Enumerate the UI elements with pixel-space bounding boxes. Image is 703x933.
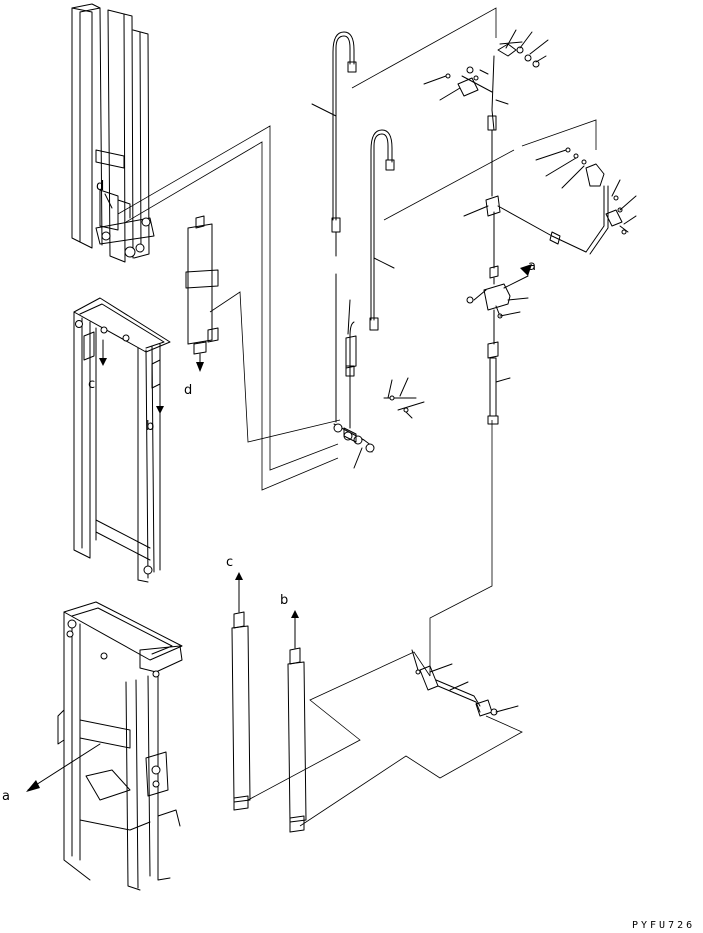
- label-c-mast: c: [88, 377, 95, 392]
- lower-manifold-hose: [411, 649, 519, 717]
- right-elbow-assembly: [535, 147, 637, 235]
- label-d-cylinder: d: [184, 383, 192, 398]
- label-d-mast: d: [96, 179, 104, 194]
- hose-short: [345, 299, 357, 429]
- arrow-a-mast: [26, 780, 40, 792]
- label-c-cylinder: c: [226, 555, 233, 570]
- inner-mast-middle: [73, 297, 171, 583]
- label-b-mast: b: [146, 419, 154, 434]
- upper-pipe-assembly: [423, 29, 609, 269]
- outer-mast-top: [71, 3, 155, 263]
- label-a-bracket: a: [528, 259, 536, 274]
- leader-d-mast: [104, 193, 113, 209]
- label-b-cylinder: b: [280, 593, 288, 608]
- lift-cylinder-c: [231, 572, 251, 811]
- drawing-code: PYFU726: [632, 920, 695, 931]
- hose-assembly-right: [369, 129, 395, 331]
- label-a-mast: a: [2, 789, 10, 804]
- free-lift-cylinder: [185, 215, 219, 372]
- connection-outlines: [117, 7, 597, 827]
- hose-assembly-left: [311, 31, 357, 423]
- lift-cylinder-b: [287, 610, 307, 833]
- lower-mast-carriage: [57, 601, 183, 891]
- tee-block: [333, 377, 425, 469]
- leader-a-mast: [27, 743, 101, 791]
- valve-bracket: [466, 264, 532, 425]
